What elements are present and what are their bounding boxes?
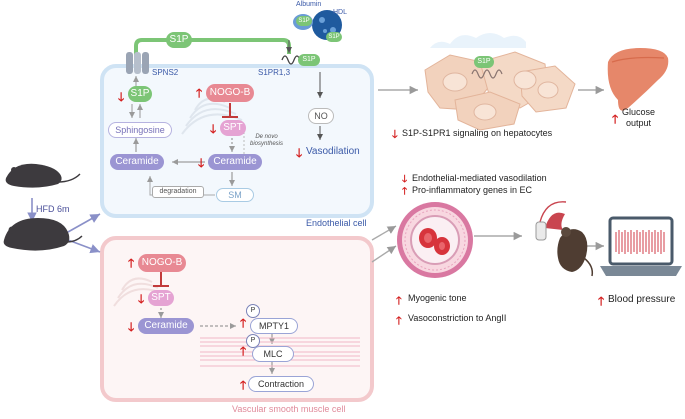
mlc-p-badge: P (246, 334, 260, 348)
vsmc-spt-pill: SPT (148, 290, 174, 306)
vsmc-ceramide-pill: Ceramide (138, 318, 194, 334)
hepatocyte-cluster (424, 33, 576, 131)
spns2-transporter (126, 52, 149, 74)
vasoconstriction-up-arrow: 🡑 (396, 315, 402, 327)
vsmc-label: Vascular smooth muscle cell (232, 404, 346, 414)
de-novo-text: De novo biosynthesis (250, 134, 284, 147)
myogenic-up-arrow: 🡑 (396, 295, 402, 307)
sm-box: SM (216, 188, 254, 202)
nogo-b-up-arrow: 🡑 (196, 86, 203, 100)
endothelial-cell-box (100, 64, 374, 218)
glucose-label-2: output (626, 118, 652, 128)
mouse-lean-icon (5, 163, 81, 188)
s1pr-label: S1PR1,3 (258, 68, 291, 77)
de-novo-label: De novo biosynthesis (250, 134, 283, 148)
contraction-box: Contraction (248, 376, 314, 392)
albumin-label: Albumin (296, 1, 322, 8)
blood-pressure-label: Blood pressure (608, 294, 676, 305)
mpty1-up-arrow: 🡑 (240, 316, 247, 330)
mlc-box: MLC (252, 346, 294, 362)
laptop-icon (600, 216, 682, 276)
spns2-label: SPNS2 (152, 68, 179, 77)
s1p-albumin-pill: S1P (296, 16, 312, 26)
s1p-signaling-label: S1P-S1PR1 signaling on hepatocytes (402, 128, 553, 138)
pro-inflammatory-label: Pro-inflammatory genes in EC (412, 185, 533, 195)
endo-vasodilation-down-arrow: 🡓 (402, 174, 408, 185)
s1p-receptor-pill: S1P (298, 54, 320, 66)
glucose-up-arrow: 🡑 (612, 112, 619, 126)
vsmc-nogo-up-arrow: 🡑 (128, 256, 135, 270)
s1p-export-line (134, 38, 291, 56)
liver-icon (607, 48, 669, 111)
blood-pressure-trace (615, 230, 665, 254)
hfd-label: HFD 6m (36, 204, 70, 214)
endothelial-cell-label: Endothelial cell (306, 218, 367, 228)
glucose-label-1: Glucose (622, 107, 656, 117)
vasoconstriction-label: Vasoconstriction to AngII (408, 313, 507, 323)
s1p-top-pill: S1P (166, 32, 192, 48)
myogenic-label: Myogenic tone (408, 293, 467, 303)
vsmc-spt-down-arrow: 🡓 (138, 292, 145, 306)
hdl-label: HDL (333, 9, 348, 16)
nogo-b-pill: NOGO-B (206, 84, 254, 102)
spt-down-arrow: 🡓 (210, 122, 217, 136)
no-box: NO (308, 108, 334, 124)
s1p-pill: S1P (128, 86, 152, 102)
vasodilation-label: Vasodilation (306, 146, 360, 157)
sphingosine-box: Sphingosine (108, 122, 172, 138)
mouse-catheter-icon (535, 201, 594, 277)
mpty1-box: MPTY1 (250, 318, 298, 334)
s1p-hdl-pill: S1P (326, 32, 342, 42)
mlc-up-arrow: 🡑 (240, 344, 247, 358)
bp-up-arrow: 🡑 (598, 294, 605, 308)
ceramide-down-arrow: 🡓 (198, 156, 205, 170)
s1p-down-arrow: 🡓 (118, 90, 125, 104)
mouse-obese-icon (3, 218, 83, 251)
contraction-up-arrow: 🡑 (240, 378, 247, 392)
vsmc-nogo-b-pill: NOGO-B (138, 254, 186, 272)
spt-pill: SPT (220, 120, 246, 136)
s1p-signaling-down-arrow: 🡓 (392, 129, 398, 141)
ceramide-left-pill: Ceramide (110, 154, 164, 170)
mpty1-p-badge: P (246, 304, 260, 318)
ceramide-right-pill: Ceramide (208, 154, 262, 170)
vsmc-ceramide-down-arrow: 🡓 (128, 320, 135, 334)
pro-inflammatory-up-arrow: 🡑 (402, 186, 408, 197)
endo-vasodilation-label: Endothelial-mediated vasodilation (412, 173, 547, 183)
hepatocyte-s1p-pill: S1P (474, 56, 494, 68)
vasodilation-down-arrow: 🡓 (296, 146, 303, 160)
vessel-cross-section (397, 202, 473, 278)
degradation-box: degradation (152, 186, 204, 198)
